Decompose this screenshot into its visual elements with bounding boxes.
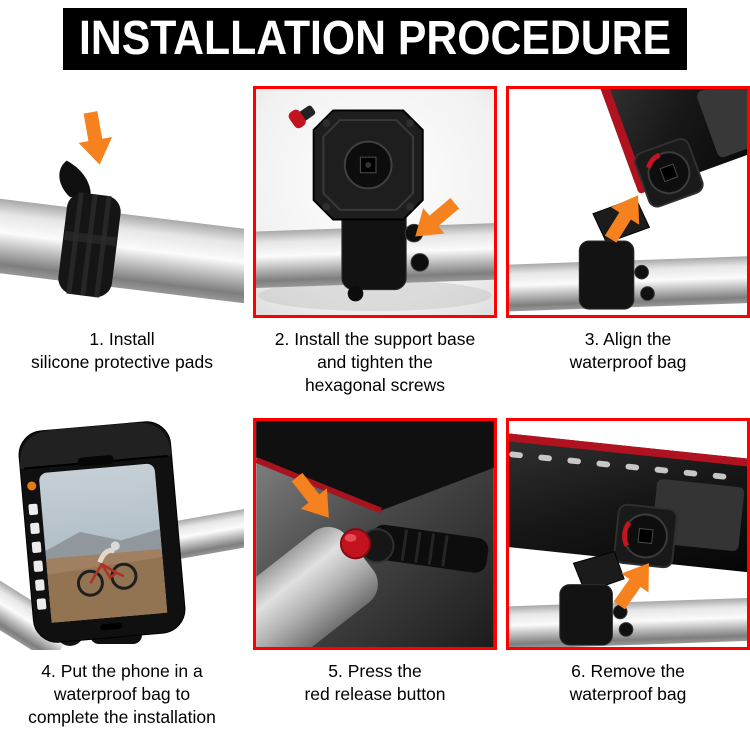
bag-mount-adapter <box>634 138 704 208</box>
align-waterproof-bag-illustration <box>509 89 747 315</box>
step-caption: 4. Put the phone in a waterproof bag to … <box>28 661 216 728</box>
hexagonal-screw <box>410 253 430 272</box>
step-caption: 6. Remove the waterproof bag <box>569 661 687 705</box>
step-cell-4: 4. Put the phone in a waterproof bag to … <box>0 418 244 750</box>
red-release-button-edge <box>646 152 661 169</box>
waterproof-bag <box>590 89 747 194</box>
steps-grid: 1. Install silicone protective pads <box>0 86 750 750</box>
phone-in-bag-installed-illustration <box>0 418 244 650</box>
red-seal-edge <box>509 432 747 470</box>
orange-arrow-icon <box>613 563 649 610</box>
step-3-photo <box>506 86 750 318</box>
clamp <box>559 550 634 646</box>
step-cell-6: 6. Remove the waterproof bag <box>506 418 750 750</box>
red-seal-edge <box>256 457 382 514</box>
reflective-strip <box>509 451 727 480</box>
clamp <box>341 203 430 302</box>
step-1-photo <box>0 86 244 318</box>
handlebar-silicone-pad-illustration <box>0 111 244 306</box>
bag-mount-adapter <box>613 503 678 569</box>
step-caption: 1. Install silicone protective pads <box>31 329 213 373</box>
step-4-photo <box>0 418 244 650</box>
phone-case-underside <box>256 421 494 514</box>
step-caption: 5. Press the red release button <box>304 661 446 705</box>
red-release-button-closeup-illustration <box>256 421 494 647</box>
reflective-strip <box>28 503 47 610</box>
orange-arrow-icon <box>291 472 329 518</box>
remove-waterproof-bag-illustration <box>509 421 747 647</box>
page-title: INSTALLATION PROCEDURE <box>79 12 671 65</box>
step-cell-3: 3. Align the waterproof bag <box>506 86 750 418</box>
step-caption: 2. Install the support base and tighten … <box>274 329 476 396</box>
step-5-photo <box>253 418 497 650</box>
step-cell-2: 2. Install the support base and tighten … <box>253 86 497 418</box>
title-banner: INSTALLATION PROCEDURE <box>63 8 687 70</box>
step-cell-1: 1. Install silicone protective pads <box>0 86 244 418</box>
waterproof-bag-with-phone <box>18 421 186 643</box>
silicone-pad <box>58 160 121 298</box>
handlebar-tube <box>0 160 244 306</box>
red-release-button-edge <box>622 520 632 547</box>
title-text-graphic: INSTALLATION PROCEDURE <box>79 12 671 65</box>
reflective-dot <box>27 481 37 491</box>
orange-arrow-icon <box>78 111 113 165</box>
step-2-photo <box>253 86 497 318</box>
support-base-illustration <box>256 89 494 315</box>
orange-arrow-icon <box>415 198 460 237</box>
cyclist-image <box>76 541 138 597</box>
orange-arrow-icon <box>604 195 640 243</box>
phone-screen <box>39 463 168 623</box>
red-release-button <box>288 105 316 129</box>
mount-arm <box>370 524 489 573</box>
handlebar-tube <box>256 526 378 647</box>
step-cell-5: 5. Press the red release button <box>253 418 497 750</box>
red-release-button <box>339 528 372 560</box>
step-6-photo <box>506 418 750 650</box>
support-base-plate <box>288 105 424 221</box>
step-caption: 3. Align the waterproof bag <box>569 329 687 373</box>
